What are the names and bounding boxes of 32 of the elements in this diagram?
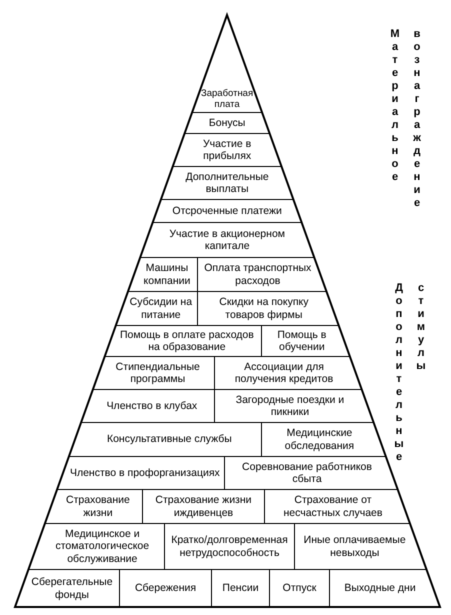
pyramid-cell: Субсидии на питание <box>116 292 198 326</box>
pyramid-cell: Участие в прибылях <box>172 134 282 167</box>
pyramid-cell: Сбережения <box>120 570 212 607</box>
pyramid-cell: Членство в профорганизациях <box>56 457 225 490</box>
pyramid-cell: Загородные поездки и пикники <box>214 390 374 423</box>
pyramid-cell: Медицинское и стоматологическое обслуживание <box>28 524 165 570</box>
pyramid-cell: Заработная плата <box>192 15 262 113</box>
pyramid-cell: Оплата транспортных расходов <box>198 258 327 292</box>
pyramid-cell: Соревнование работников сбыта <box>224 457 398 490</box>
pyramid-cell: Помощь в обучении <box>262 326 350 357</box>
pyramid-cell: Страхование от несчастных случаев <box>264 490 410 524</box>
pyramid-cell: Участие в акционерном капитале <box>140 223 314 258</box>
pyramid-cell: Страхование жизни <box>44 490 143 524</box>
pyramid-cell: Помощь в оплате расходов на образование <box>104 326 262 357</box>
pyramid-cell: Сберегательные фонды <box>15 570 120 607</box>
pyramid-cell: Машины компании <box>128 258 198 292</box>
pyramid-cell: Бонусы <box>184 113 270 134</box>
pyramid-cell: Кратко/долговременная нетрудоспособность <box>165 524 295 570</box>
pyramid-cell: Отпуск <box>270 570 330 607</box>
pyramid-cell: Стипендиальные программы <box>92 357 215 390</box>
pyramid-cell: Скидки на покупку товаров фирмы <box>198 292 339 326</box>
pyramid-cell: Отсроченные платежи <box>152 200 302 223</box>
pyramid-cell: Членство в клубах <box>80 390 215 423</box>
pyramid-cell: Пенсии <box>212 570 270 607</box>
pyramid-cell: Ассоциации для получения кредитов <box>214 357 362 390</box>
pyramid-cell: Страхование жизни иждивенцев <box>142 490 265 524</box>
pyramid-cell: Иные оплачиваемые невыходы <box>295 524 427 570</box>
pyramid-cell: Выходные дни <box>330 570 440 607</box>
vertical-side-label: Материальное вознаграждение <box>388 28 424 212</box>
pyramid-cell: Медицинские обследования <box>262 423 386 457</box>
pyramid-cell: Консультативные службы <box>68 423 262 457</box>
pyramid-cell: Дополнительные выплаты <box>160 167 294 200</box>
